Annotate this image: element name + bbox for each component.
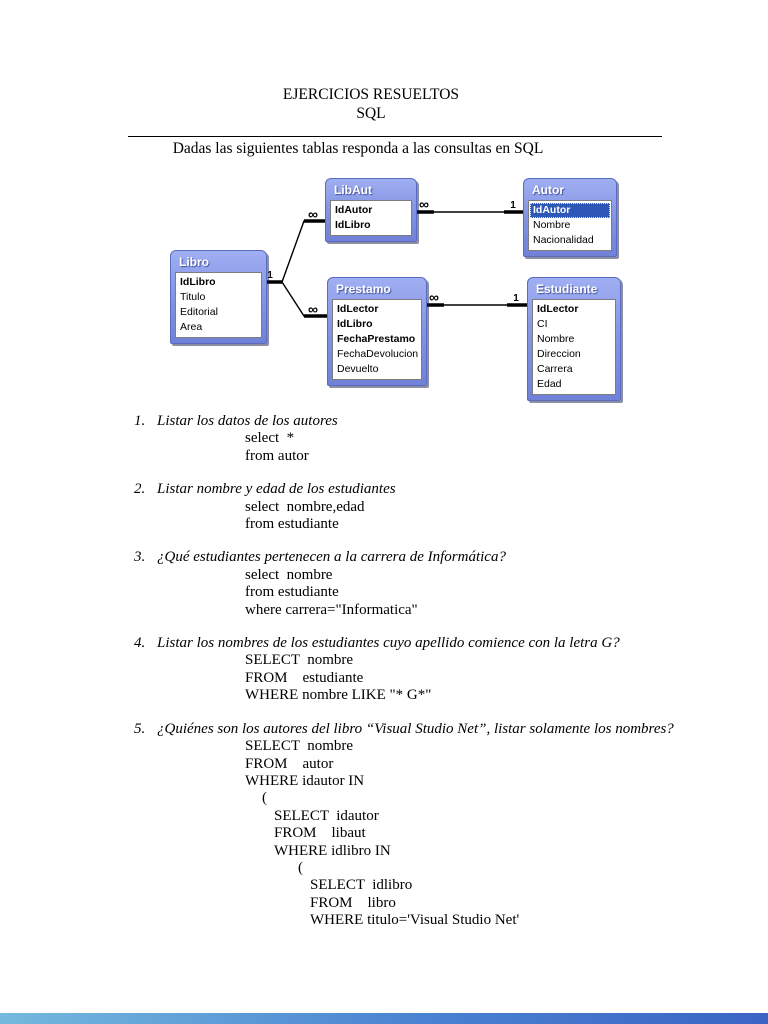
cardinality-label: ∞ [429, 289, 439, 305]
table-title: Libro [179, 255, 209, 269]
sql-line: FROM estudiante [245, 669, 364, 686]
exercise-question: Listar los nombres de los estudiantes cu… [157, 635, 620, 652]
exercise-number: 2. [134, 481, 146, 498]
table-field-row: Nombre [533, 219, 571, 231]
exercise-number: 4. [134, 635, 146, 652]
table-field-row: Carrera [537, 363, 573, 375]
table-field-row: IdAutor [530, 203, 610, 218]
sql-line: SELECT idautor [274, 807, 379, 824]
table-field-row: FechaPrestamo [337, 333, 416, 345]
sql-line: ( [298, 859, 303, 876]
table-field-row: Editorial [180, 306, 218, 318]
exercise-number: 1. [134, 413, 146, 429]
sql-line: from estudiante [245, 584, 339, 601]
table-field-row: IdLibro [337, 318, 373, 330]
section-divider [128, 136, 662, 137]
section-subtitle: Dadas las siguientes tablas responda a l… [172, 140, 544, 157]
table-title: Estudiante [536, 282, 598, 296]
sql-line: SELECT nombre [245, 652, 354, 669]
sql-line: select * [245, 430, 295, 447]
sql-line: from estudiante [245, 516, 339, 533]
cardinality-label: 1 [510, 200, 516, 211]
sql-line: SELECT nombre [245, 738, 354, 755]
table-field-row: Devuelto [337, 363, 379, 375]
sql-line: select nombre,edad [245, 498, 365, 515]
table-field-row: Direccion [537, 348, 581, 360]
relation-libro-libaut: 1∞ [263, 206, 325, 284]
cardinality-label: ∞ [308, 301, 318, 317]
table-title: Autor [532, 183, 564, 197]
sql-line: FROM libaut [274, 825, 366, 842]
exercise-question: ¿Qué estudiantes pertenecen a la carrera… [157, 549, 506, 566]
table-field-row: Nombre [537, 333, 575, 345]
table-title: LibAut [334, 183, 372, 197]
exercise-question: ¿Quiénes son los autores del libro “Visu… [157, 720, 674, 737]
sql-line: WHERE idautor IN [245, 772, 365, 789]
sql-line: WHERE nombre LIKE "* G*" [245, 687, 432, 704]
table-field-row: Edad [537, 378, 562, 390]
cardinality-label: ∞ [308, 206, 318, 222]
sql-line: ( [262, 790, 267, 807]
table-field-row: IdLector [337, 303, 379, 315]
table-field-row: IdLector [537, 303, 579, 315]
sql-line: select nombre [245, 566, 333, 583]
footer-gradient-bar [0, 1013, 768, 1024]
cardinality-label: 1 [513, 293, 519, 304]
exercise-question: Listar nombre y edad de los estudiantes [157, 481, 396, 498]
exercise-number: 3. [134, 549, 146, 566]
table-field-row: Nacionalidad [533, 234, 594, 246]
sql-line: SELECT idlibro [310, 877, 413, 894]
subtitle-wrap: Dadas las siguientes tablas responda a l… [0, 140, 716, 158]
sql-line: from autor [245, 447, 309, 464]
title-line2: SQL [356, 105, 386, 122]
cardinality-label: 1 [267, 270, 273, 281]
doc-header: EJERCICIOS RESUELTOS SQL [0, 85, 742, 123]
table-title: Prestamo [336, 282, 391, 296]
sql-line: WHERE idlibro IN [274, 842, 391, 859]
exercise-item: 5. ¿Quiénes son los autores del libro “Vi… [134, 721, 704, 930]
table-field-row: IdLibro [335, 219, 371, 231]
exercise-question-row: 2. Listar nombre y edad de los estudiante… [134, 481, 704, 498]
exercise-question-row: 3. ¿Qué estudiantes pertenecen a la carre… [134, 549, 704, 566]
cardinality-label: ∞ [419, 196, 429, 212]
exercise-question-row: 5. ¿Quiénes son los autores del libro “Vi… [134, 721, 704, 738]
exercise-question-row: 4. Listar los nombres de los estudiantes … [134, 635, 704, 652]
relation-libro-prestamo: ∞ [281, 281, 327, 318]
table-field-row: FechaDevolucion [337, 348, 419, 360]
exercise-item: 3. ¿Qué estudiantes pertenecen a la carre… [134, 549, 704, 619]
table-field-row: IdAutor [335, 204, 373, 216]
sql-line: FROM autor [245, 755, 334, 772]
table-field-row: CI [537, 318, 548, 330]
relation-libaut-autor: ∞1 [415, 196, 523, 214]
sql-line: FROM libro [310, 894, 396, 911]
exercise-item: 4. Listar los nombres de los estudiantes … [134, 635, 704, 705]
relation-prestamo-estudiante: ∞1 [425, 289, 527, 307]
table-field-row: Area [180, 321, 203, 333]
exercise-number: 5. [134, 720, 146, 737]
exercise-question: Listar los datos de los autores [157, 413, 338, 429]
sql-line: WHERE titulo='Visual Studio Net' [310, 912, 520, 929]
exercise-question-row: 1. Listar los datos de los autores [134, 413, 704, 430]
table-field-row: Titulo [180, 291, 206, 303]
title-line1: EJERCICIOS RESUELTOS [282, 86, 460, 103]
sql-line: where carrera="Informatica" [245, 601, 418, 618]
table-field-row: IdLibro [180, 276, 216, 288]
exercise-item: 2. Listar nombre y edad de los estudiante… [134, 481, 704, 533]
